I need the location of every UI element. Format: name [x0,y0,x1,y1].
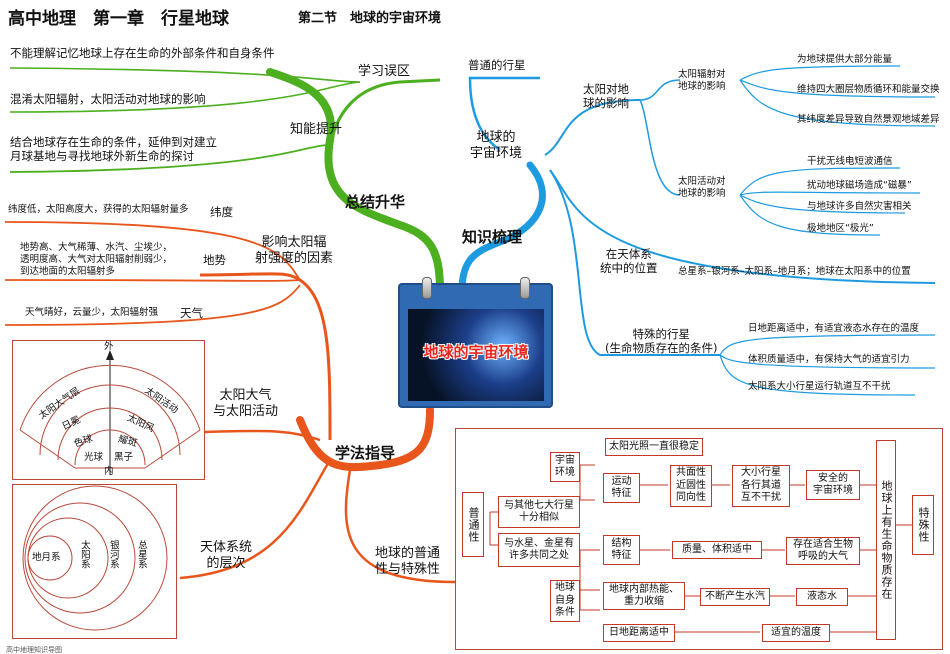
universe-label: 总星系 [135,540,147,569]
atmosphere-label: 太阳大气 与太阳活动 [213,388,279,420]
blue-link-special [549,169,720,356]
earth-cosmic-env-label: 地球的 宇宙环境 [470,130,523,162]
activity-item-3: 与地球许多自然灾害相关 [807,201,912,212]
radiation-item-1: 为地球提供大部分能量 [797,54,893,65]
chapter-title: 高中地理 第一章 行星地球 [8,9,229,29]
latitude-label: 纬度 [210,205,233,219]
mistake-item-1: 不能理解记忆地球上存在生命的外部条件和自身条件 [10,46,275,60]
ordinary-planet-label: 普通的行星 [468,58,526,72]
orange-link-atmos [204,429,321,442]
mass-volume-box: 质量、体积适中 [672,541,762,559]
center-topic-card: 地球的宇宙环境 [398,277,553,408]
photosphere-label: 光球 [84,452,104,463]
green-link-ability [9,144,331,173]
green-trunk-upper [328,78,441,151]
special-item-3: 太阳系大小行星运行轨道互不干扰 [748,381,891,392]
position-item: 总星系–银河系–太阳系–地月系；地球在太阳系中的位置 [678,266,911,277]
motion-traits-box: 共面性 近圆性 同向性 [670,465,712,507]
distance-box: 日地距离适中 [603,624,675,642]
celestial-levels-frame [12,484,177,639]
motion-box: 运动 特征 [603,473,640,503]
orange-link-levels [179,459,332,580]
levels-label: 天体系统 的层次 [200,540,253,572]
orbits-box: 大小行星 各行其道 互不干扰 [732,465,790,507]
orange-trunk [296,406,434,472]
green-link-mistakes-2 [9,81,361,113]
footer-text: 高中地理知识导图 [6,646,62,654]
special-planet-label: 特殊的行星 (生命物质存在的条件) [605,327,718,356]
atmosphere-ok-box: 存在适合生物 呼吸的大气 [786,537,860,565]
self-condition-box: 地球 自身 条件 [550,580,580,622]
radiation-item-2: 维持四大圈层物质循环和能量交换 [797,84,940,95]
center-title: 地球的宇宙环境 [423,343,529,361]
temperature-box: 适宜的温度 [762,624,830,642]
position-label: 在天体系 统中的位置 [600,247,658,276]
flow-connectors [489,464,912,633]
solar-system-label: 太阳系 [78,540,90,569]
safe-env-box: 安全的 宇宙环境 [806,470,860,500]
earth-moon-label: 地月系 [32,552,61,563]
weather-text: 天气晴好，云量少，太阳辐射强 [25,307,159,318]
orange-link-general [344,469,456,584]
radiation-label: 太阳辐射对 地球的影响 [678,69,726,92]
sunlight-box: 太阳光照一直很稳定 [605,438,703,456]
sun-impact-label: 太阳对地 球的影响 [583,82,629,111]
inner-label: 内 [104,466,114,477]
blue-link-act [639,99,681,196]
method-label: 学法指导 [335,444,396,462]
factors-label: 影响太阳辐 射强度的因素 [255,235,334,267]
structure-box: 结构 特征 [603,535,640,565]
water-vapor-box: 不断产生水汽 [700,588,770,606]
mistake-item-2: 混淆太阳辐射，太阳活动对地球的影响 [10,92,206,106]
blue-link-position [549,169,936,284]
activity-label: 太阳活动对 地球的影响 [678,176,726,199]
similar-venus-box: 与水星、金星有 许多共同之处 [498,533,580,567]
ability-item: 结合地球存在生命的条件，延伸到对建立 月球基地与寻找地球外新生命的探讨 [10,135,217,164]
latitude-text: 纬度低，太阳高度大，获得的太阳辐射量多 [8,204,189,215]
celestial-levels-diagram [22,485,168,631]
weather-label: 天气 [180,306,203,320]
special-item-1: 日地距离适中，有适宜液态水存在的温度 [748,323,920,334]
galaxy-label: 银河系 [107,540,119,569]
activity-item-1: 干扰无线电短波通信 [807,156,893,167]
ability-label: 知能提升 [290,122,343,137]
terrain-text: 地势高、大气稀薄、水汽、尘埃少， 透明度高、大气对太阳辐射削弱少， 到达地面的太… [20,242,173,277]
terrain-label: 地势 [203,253,226,267]
section-title: 第二节 地球的宇宙环境 [298,11,442,26]
liquid-water-box: 液态水 [796,588,848,606]
earth-image [408,309,544,401]
binder-ring [422,277,432,299]
general-special-frame [455,428,943,650]
sunspot-label: 黑子 [114,452,134,463]
general-special-label: 地球的普通 性与特殊性 [375,546,441,578]
life-exists-box: 地球上有生命物质存在 [876,440,896,640]
green-link-mistakes-1 [9,67,361,83]
blue-link-ordinary [468,76,540,152]
internal-heat-box: 地球内部热能、 重力收缩 [603,582,685,610]
radiation-item-3: 其纬度差异导致自然景观地域差异 [797,114,940,125]
generality-box: 普通性 [462,492,484,557]
blue-link-rad [639,79,681,101]
orange-link-factors [199,272,332,441]
speciality-box: 特殊性 [912,495,934,555]
cosmic-env-box: 宇宙 环境 [550,452,580,482]
mistakes-label: 学习误区 [358,64,411,79]
outer-label: 外 [104,341,114,352]
activity-item-2: 扰动地球磁场造成“磁暴” [807,180,912,191]
blue-trunk [458,161,546,294]
sun-atmosphere-diagram [19,350,201,475]
special-item-2: 体积质量适中，有保持大气的适宜引力 [748,354,910,365]
knowledge-label: 知识梳理 [462,228,523,246]
binder-ring [520,277,530,299]
activity-item-4: 极地地区“极光” [807,223,874,234]
sun-atmosphere-frame [12,340,205,480]
blue-link-sun [544,99,641,156]
summary-label: 总结升华 [345,193,406,211]
green-trunk [266,68,444,294]
similar-planets-box: 与其他七大行星 十分相似 [498,496,580,528]
